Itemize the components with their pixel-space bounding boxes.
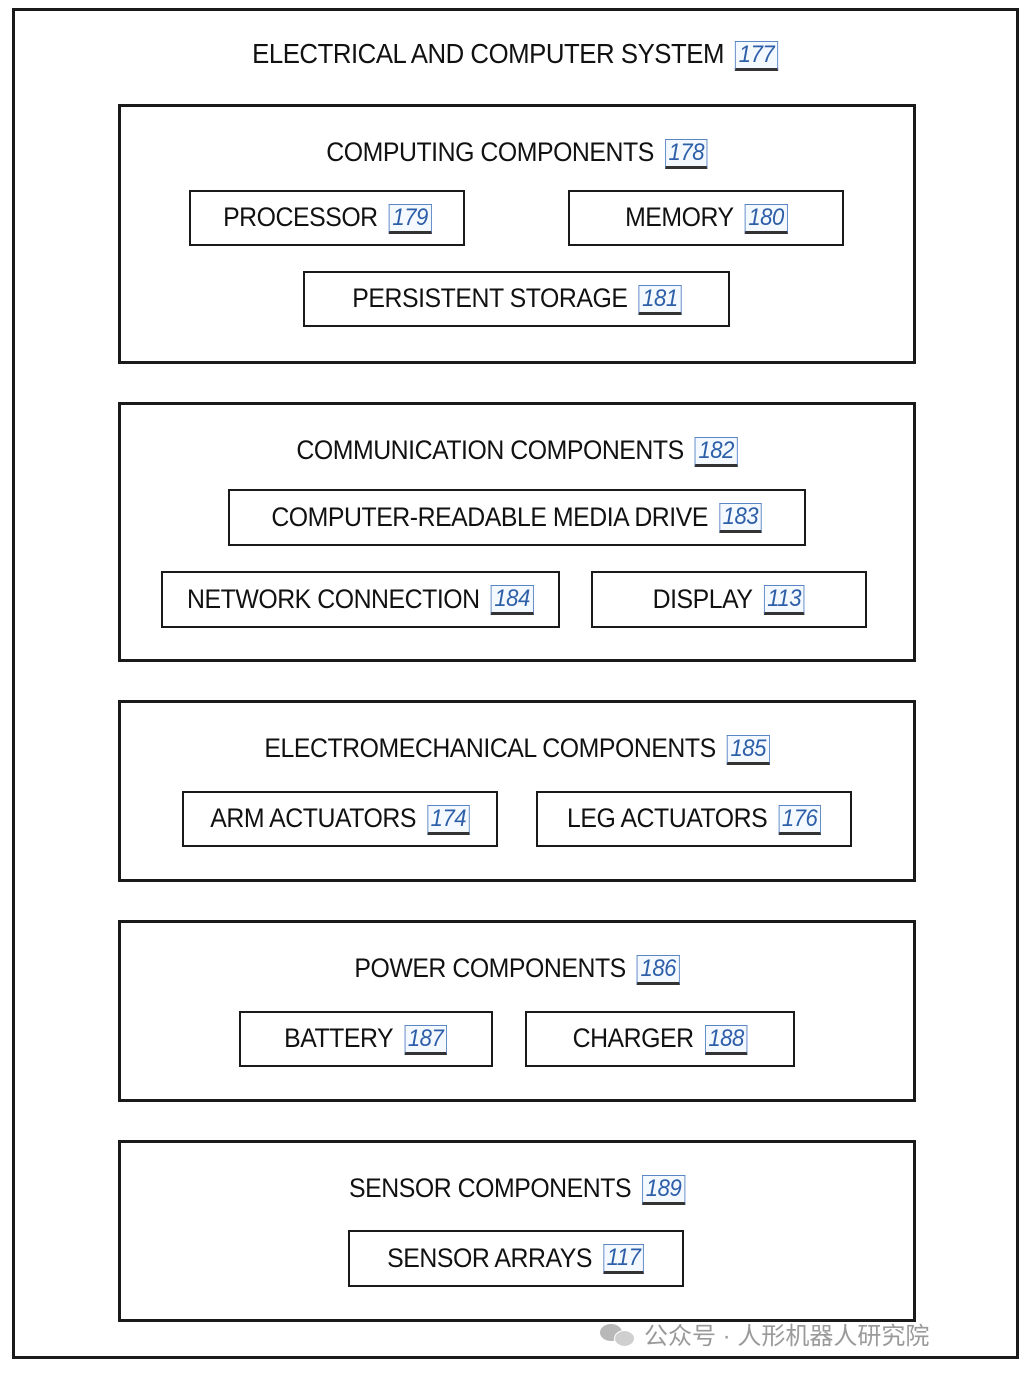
component-ref: 117 xyxy=(603,1244,645,1275)
group-title: ELECTROMECHANICAL COMPONENTS 185 xyxy=(153,733,882,765)
system-title: ELECTRICAL AND COMPUTER SYSTEM 177 xyxy=(41,38,989,71)
component-label: MEMORY xyxy=(624,202,734,233)
component-ref: 180 xyxy=(744,203,788,234)
component-ref: 187 xyxy=(404,1024,448,1055)
component-label: LEG ACTUATORS xyxy=(566,803,768,834)
system-frame xyxy=(12,8,1019,1359)
component-persistent-storage: PERSISTENT STORAGE 181 xyxy=(303,271,730,327)
component-charger: CHARGER 188 xyxy=(525,1011,795,1067)
group-label: ELECTROMECHANICAL COMPONENTS xyxy=(264,733,716,763)
group-title: SENSOR COMPONENTS 189 xyxy=(153,1173,882,1205)
watermark-text: 公众号 · 人形机器人研究院 xyxy=(644,1323,930,1350)
component-arm-actuators: ARM ACTUATORS 174 xyxy=(182,791,498,847)
component-network-connection: NETWORK CONNECTION 184 xyxy=(161,571,560,628)
wechat-icon xyxy=(600,1322,635,1347)
system-label: ELECTRICAL AND COMPUTER SYSTEM xyxy=(252,38,725,69)
component-ref: 188 xyxy=(704,1024,748,1055)
group-ref: 178 xyxy=(664,138,708,169)
group-title: COMMUNICATION COMPONENTS 182 xyxy=(153,435,882,467)
component-ref: 174 xyxy=(426,804,470,835)
system-ref: 177 xyxy=(735,40,778,71)
component-label: NETWORK CONNECTION xyxy=(187,583,480,614)
watermark: 公众号 · 人形机器人研究院 xyxy=(600,1316,929,1351)
component-label: ARM ACTUATORS xyxy=(210,803,416,834)
component-processor: PROCESSOR 179 xyxy=(189,190,465,246)
group-ref: 182 xyxy=(694,436,738,467)
component-label: SENSOR ARRAYS xyxy=(387,1242,593,1273)
component-ref: 184 xyxy=(490,585,534,616)
group-label: COMPUTING COMPONENTS xyxy=(326,137,654,167)
component-label: DISPLAY xyxy=(652,583,753,614)
component-ref: 179 xyxy=(388,203,432,234)
group-title: POWER COMPONENTS 186 xyxy=(153,953,882,985)
component-label: PERSISTENT STORAGE xyxy=(351,283,628,314)
component-label: BATTERY xyxy=(284,1023,395,1054)
group-ref: 189 xyxy=(642,1174,685,1205)
component-label: COMPUTER-READABLE MEDIA DRIVE xyxy=(271,501,709,532)
component-memory: MEMORY 180 xyxy=(568,190,844,246)
group-ref: 185 xyxy=(726,734,770,765)
component-display: DISPLAY 113 xyxy=(591,571,867,628)
component-ref: 181 xyxy=(638,284,682,315)
component-battery: BATTERY 187 xyxy=(239,1011,493,1067)
component-ref: 176 xyxy=(778,804,822,835)
component-label: PROCESSOR xyxy=(222,202,378,233)
component-media-drive: COMPUTER-READABLE MEDIA DRIVE 183 xyxy=(228,489,806,546)
group-ref: 186 xyxy=(636,954,680,985)
group-label: COMMUNICATION COMPONENTS xyxy=(296,435,684,465)
component-sensor-arrays: SENSOR ARRAYS 117 xyxy=(348,1230,684,1287)
component-label: CHARGER xyxy=(572,1023,694,1054)
group-power: POWER COMPONENTS 186 xyxy=(118,920,916,1102)
component-leg-actuators: LEG ACTUATORS 176 xyxy=(536,791,852,847)
group-label: POWER COMPONENTS xyxy=(354,953,626,983)
group-title: COMPUTING COMPONENTS 178 xyxy=(153,137,882,169)
component-ref: 183 xyxy=(719,503,763,534)
group-label: SENSOR COMPONENTS xyxy=(349,1173,632,1203)
component-ref: 113 xyxy=(763,585,806,616)
